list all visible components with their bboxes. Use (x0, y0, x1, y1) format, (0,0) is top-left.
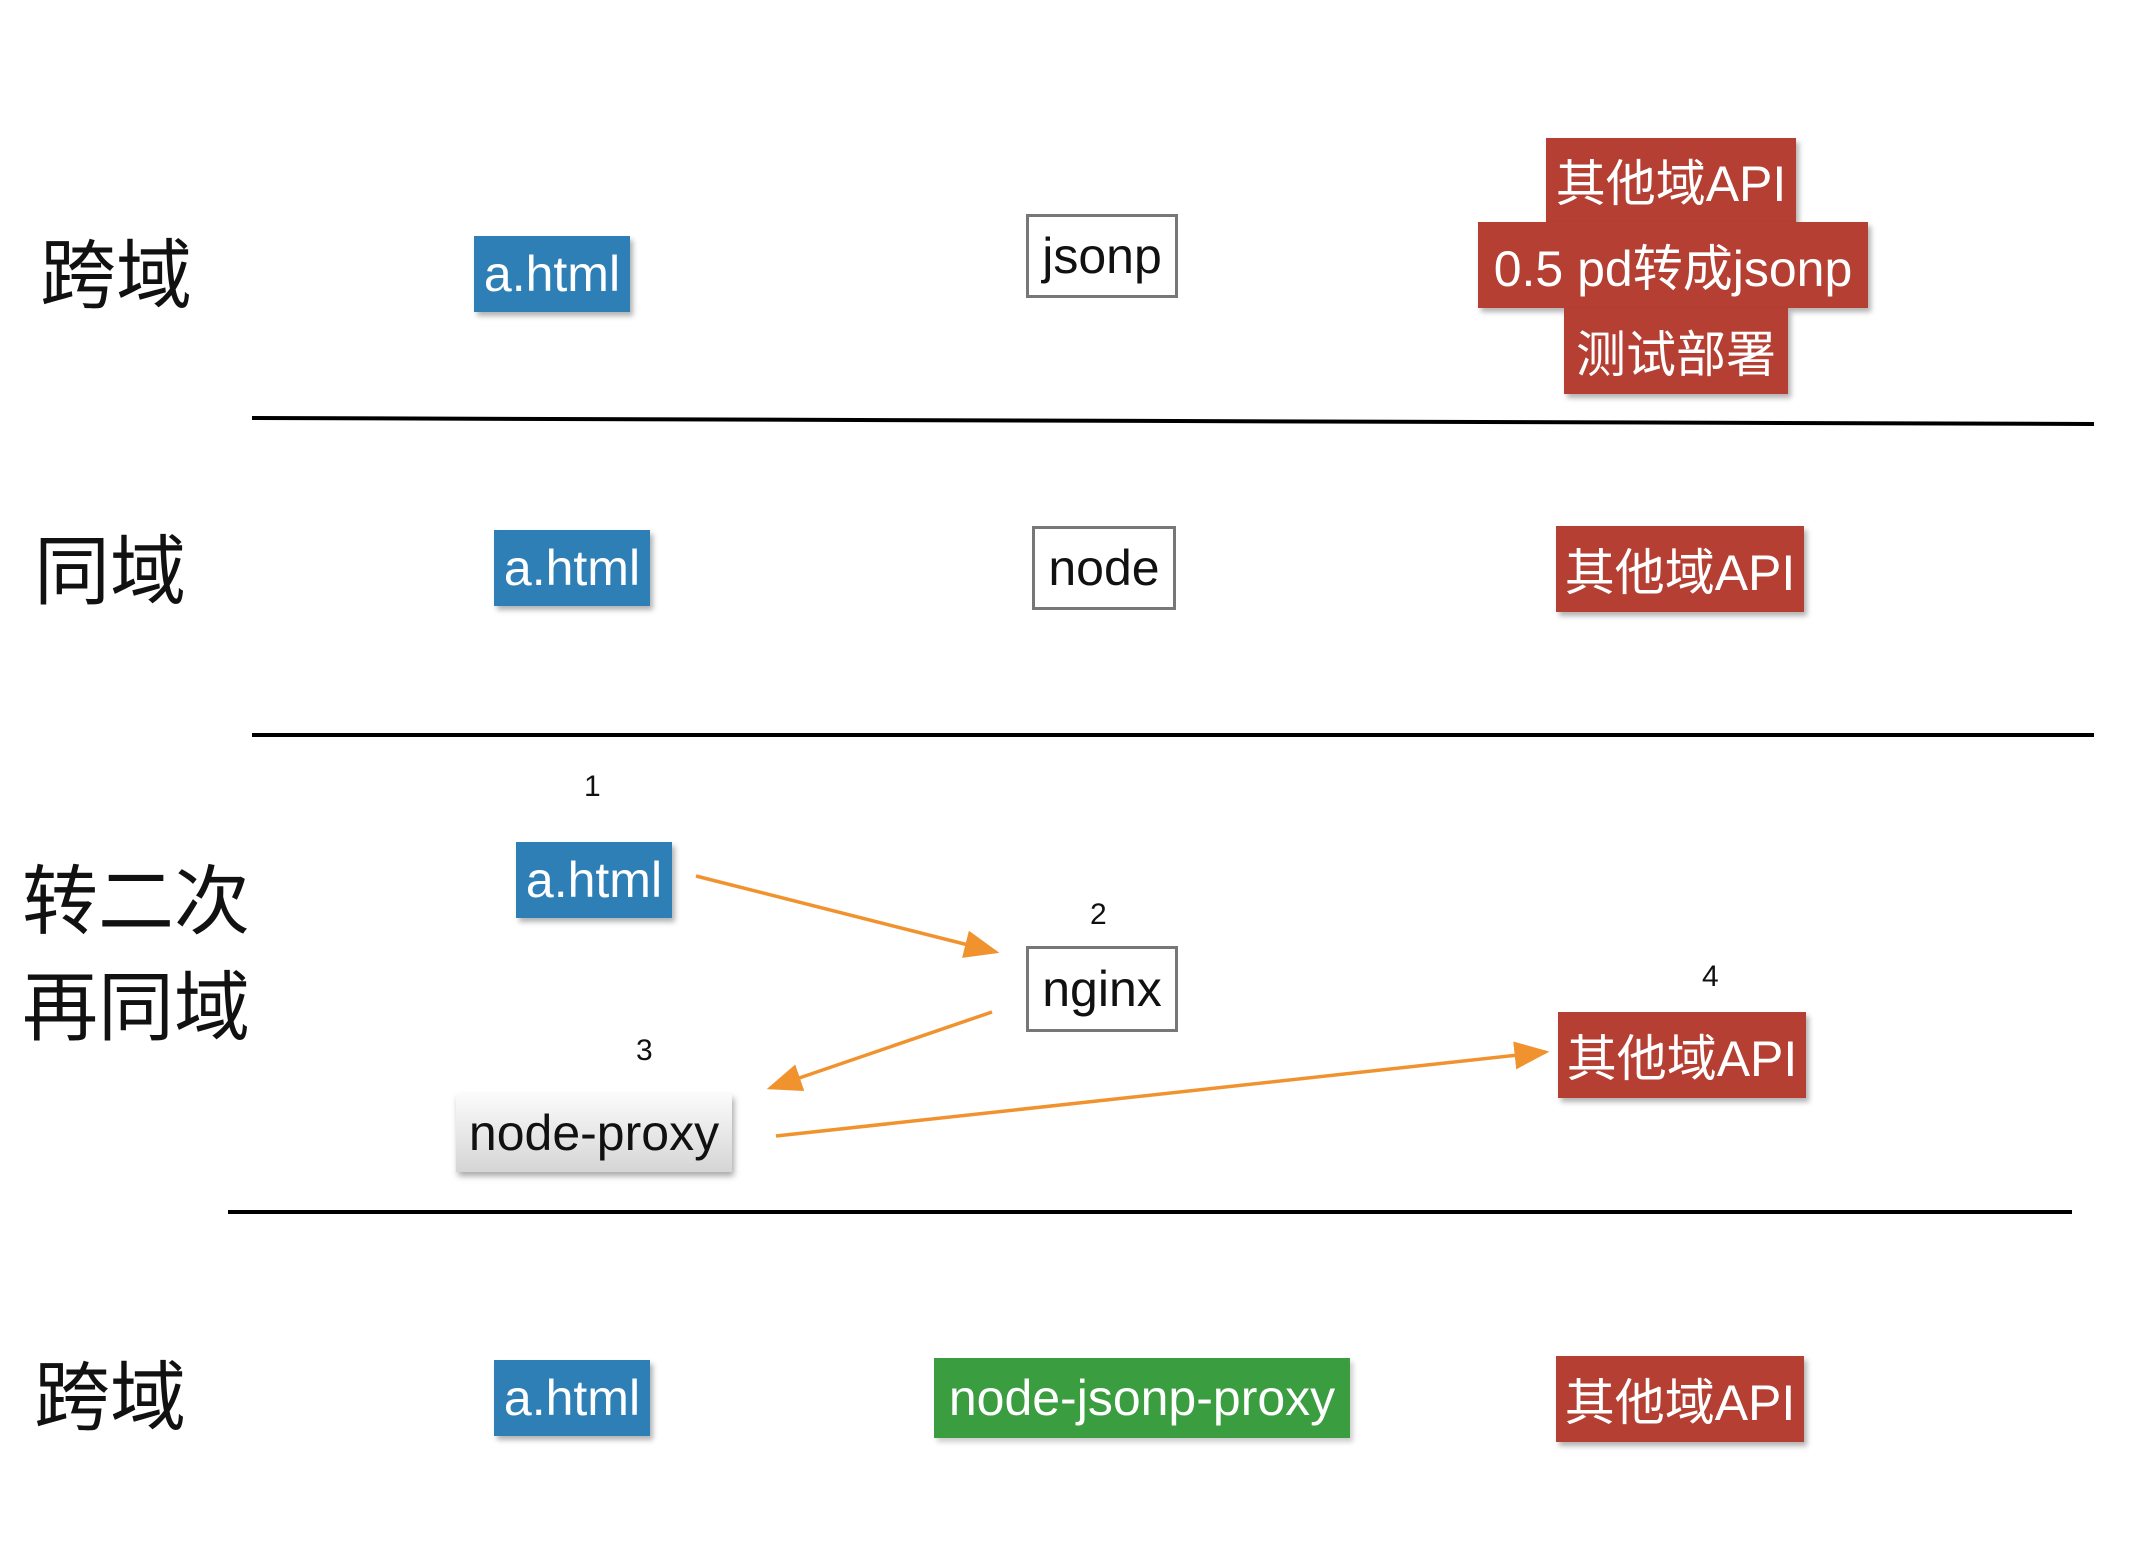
a-html-box: a.html (494, 1360, 650, 1436)
section-label-line-1: 转二次 (22, 857, 250, 946)
section-label-cross-domain: 跨域 (34, 1353, 186, 1442)
arrow-nginx-to-proxy (766, 1010, 993, 1092)
a-html-box: a.html (494, 530, 650, 606)
node-box: node (1032, 526, 1176, 610)
a-html-box: a.html (474, 236, 630, 312)
step-number-1: 1 (584, 770, 601, 803)
step-number-4: 4 (1702, 960, 1719, 993)
node-jsonp-proxy-box: node-jsonp-proxy (934, 1358, 1350, 1438)
api-box-line-3: 测试部署 (1564, 308, 1788, 394)
api-box-line-2: 0.5 pd转成jsonp (1478, 222, 1868, 308)
node-proxy-box: node-proxy (456, 1094, 732, 1172)
step-number-3: 3 (636, 1034, 653, 1067)
step-number-2: 2 (1090, 898, 1107, 931)
jsonp-box: jsonp (1026, 214, 1178, 298)
nginx-box: nginx (1026, 946, 1178, 1032)
section-label-cross-domain: 跨域 (40, 231, 192, 320)
section-label-line-2: 再同域 (22, 963, 250, 1052)
divider-1 (251, 416, 2095, 426)
api-box-line-1: 其他域API (1546, 138, 1796, 222)
api-box: 其他域API (1558, 1012, 1806, 1098)
arrow-proxy-to-api (775, 1041, 1550, 1138)
arrow-page-to-nginx (695, 874, 1000, 958)
a-html-box: a.html (516, 842, 672, 918)
api-box: 其他域API (1556, 1356, 1804, 1442)
api-box: 其他域API (1556, 526, 1804, 612)
section-label-same-domain: 同域 (34, 527, 186, 616)
